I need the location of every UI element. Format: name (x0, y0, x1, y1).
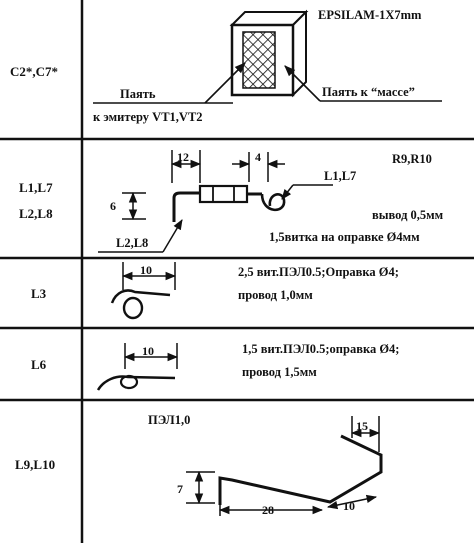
capacitor-drawing (229, 9, 309, 98)
row-label-2: L2,L8 (19, 206, 53, 221)
row-l9-l10: L9,L10 ПЭЛ1,0 15 7 28 10 (15, 413, 383, 517)
row-label: L6 (31, 357, 47, 372)
row-l3: L3 10 2,5 вит.ПЭЛ0.5;Оправка Ø4; провод … (31, 262, 399, 320)
solder-arrow-left (204, 62, 246, 104)
dimension-12: 12 (177, 150, 189, 164)
solder-label-left: Паять (120, 87, 156, 101)
solder-arrow-right (284, 65, 321, 102)
note-l3-1: 2,5 вит.ПЭЛ0.5;Оправка Ø4; (238, 265, 399, 279)
note-turns: 1,5витка на оправке Ø4мм (269, 230, 420, 244)
row-label: L9,L10 (15, 457, 55, 472)
dimension-6: 6 (110, 199, 116, 213)
note-l6-2: провод 1,5мм (242, 365, 317, 379)
resistor-drawing (172, 184, 286, 222)
row-label: C2*,C7* (10, 64, 58, 79)
note-l6-1: 1,5 вит.ПЭЛ0.5;оправка Ø4; (242, 342, 399, 356)
wire-type: ПЭЛ1,0 (148, 413, 190, 427)
capacitor-type: EPSILAM-1X7mm (318, 8, 422, 22)
bent-wire-drawing (218, 434, 383, 505)
dimension-10: 10 (343, 499, 355, 513)
row-l1-l7: L1,L7 L2,L8 R9,R10 12 4 6 L1,L7 (19, 150, 444, 253)
solder-label-right: Паять к “массе” (322, 85, 415, 99)
dimension-7: 7 (177, 482, 183, 496)
coil-drawing (110, 289, 171, 320)
row-c2-c7: C2*,C7* EPSILAM-1X7mm Паять к эмитеру VT… (10, 8, 442, 124)
note-lead: вывод 0,5мм (372, 208, 444, 222)
solder-label-left-sub: к эмитеру VT1,VT2 (93, 110, 203, 124)
dimension-15: 15 (356, 419, 368, 433)
row-label: L1,L7 (19, 180, 53, 195)
tag-l1-l7: L1,L7 (324, 169, 356, 183)
resistor-labels: R9,R10 (392, 152, 432, 166)
dimension-28: 28 (262, 503, 274, 517)
row-label: L3 (31, 286, 47, 301)
dimension-10: 10 (140, 263, 152, 277)
note-l3-2: провод 1,0мм (238, 288, 313, 302)
tag-l2-l8: L2,L8 (116, 236, 148, 250)
dimension-4: 4 (255, 150, 261, 164)
coil-drawing (96, 374, 176, 391)
dimension-10: 10 (142, 344, 154, 358)
row-l6: L6 10 1,5 вит.ПЭЛ0.5;оправка Ø4; провод … (31, 342, 399, 391)
